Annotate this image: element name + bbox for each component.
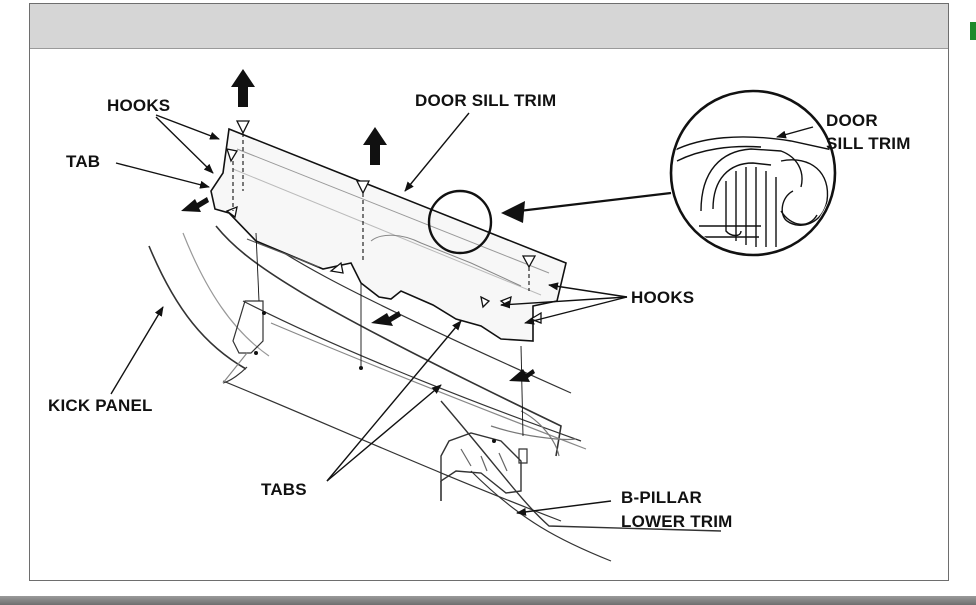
drop-lines (255, 232, 524, 437)
label-hooks-right: HOOKS (631, 288, 694, 307)
clip-dots (254, 311, 496, 443)
leader-lines (110, 112, 814, 516)
alignment-dashes (232, 133, 530, 291)
label-detail-sill-trim: SILL TRIM (826, 134, 911, 153)
hook-markers (225, 120, 542, 324)
label-kick-panel: KICK PANEL (48, 396, 153, 415)
up-arrow-icon (363, 127, 387, 165)
bottom-scroll-bar (0, 596, 976, 605)
up-arrow-icon (231, 69, 255, 107)
label-hooks-top: HOOKS (107, 96, 170, 115)
detail-inset (669, 89, 837, 257)
door-sill-trim-diagram: HOOKS TAB DOOR SILL TRIM DOOR SILL TRIM … (48, 69, 911, 562)
callout-arrowhead-icon (501, 201, 525, 223)
vehicle-body-lines (148, 212, 722, 562)
label-tabs: TABS (261, 480, 307, 499)
label-door-sill-trim: DOOR SILL TRIM (415, 91, 556, 110)
label-tab: TAB (66, 152, 100, 171)
callout-leader (518, 191, 672, 213)
side-tab-marker[interactable] (970, 22, 976, 40)
diagram-panel: HOOKS TAB DOOR SILL TRIM DOOR SILL TRIM … (29, 3, 949, 581)
label-lower-trim: LOWER TRIM (621, 512, 733, 531)
push-arrows (181, 197, 535, 382)
panel-header-bar (30, 4, 948, 49)
label-b-pillar: B-PILLAR (621, 488, 702, 507)
label-detail-door: DOOR (826, 111, 878, 130)
detail-callout-circle (427, 189, 493, 255)
